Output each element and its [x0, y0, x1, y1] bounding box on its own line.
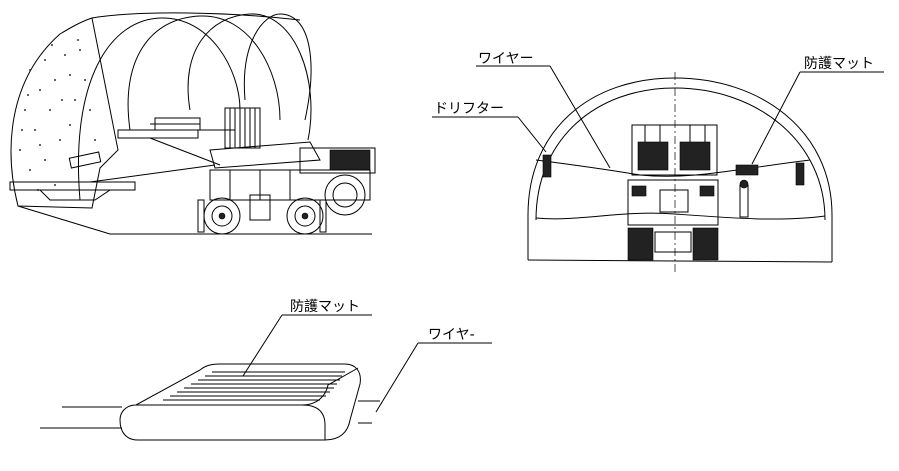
leader-mat [751, 71, 801, 165]
jumbo-body [209, 107, 376, 221]
mat-detail-drawing: 防護マット ワイヤ- [40, 299, 492, 441]
label-drifter-front: ドリフター [434, 101, 504, 117]
leader-drifter [517, 116, 547, 153]
mat-stripes [163, 371, 345, 401]
wheels [197, 197, 327, 235]
tunnel-crown [91, 12, 301, 21]
arch-3 [187, 13, 312, 141]
tunnel-floor [527, 259, 833, 263]
label-mat-front: 防護マット [804, 56, 874, 72]
jumbo-front [627, 124, 719, 261]
mat-body [119, 363, 361, 441]
arch-2 [127, 15, 281, 131]
arch-1 [78, 17, 241, 201]
wire-lower [535, 212, 826, 220]
drill-booms [9, 117, 235, 201]
side-view-drawing [9, 12, 376, 235]
leader-wire-detail [375, 342, 419, 413]
drifters [542, 154, 805, 218]
label-wire-detail: ワイヤ- [428, 327, 475, 343]
tunnel-face [10, 17, 119, 209]
label-wire-front: ワイヤー [478, 51, 534, 67]
leader-mat-detail [242, 314, 283, 377]
floor-line [17, 205, 111, 235]
arch-4 [243, 13, 312, 121]
rock-texture [19, 39, 96, 191]
label-mat-detail: 防護マット [290, 299, 360, 315]
leader-wire [549, 65, 611, 169]
wire-upper [535, 159, 811, 177]
front-view-drawing: ワイヤー 防護マット ドリフター [432, 51, 884, 272]
